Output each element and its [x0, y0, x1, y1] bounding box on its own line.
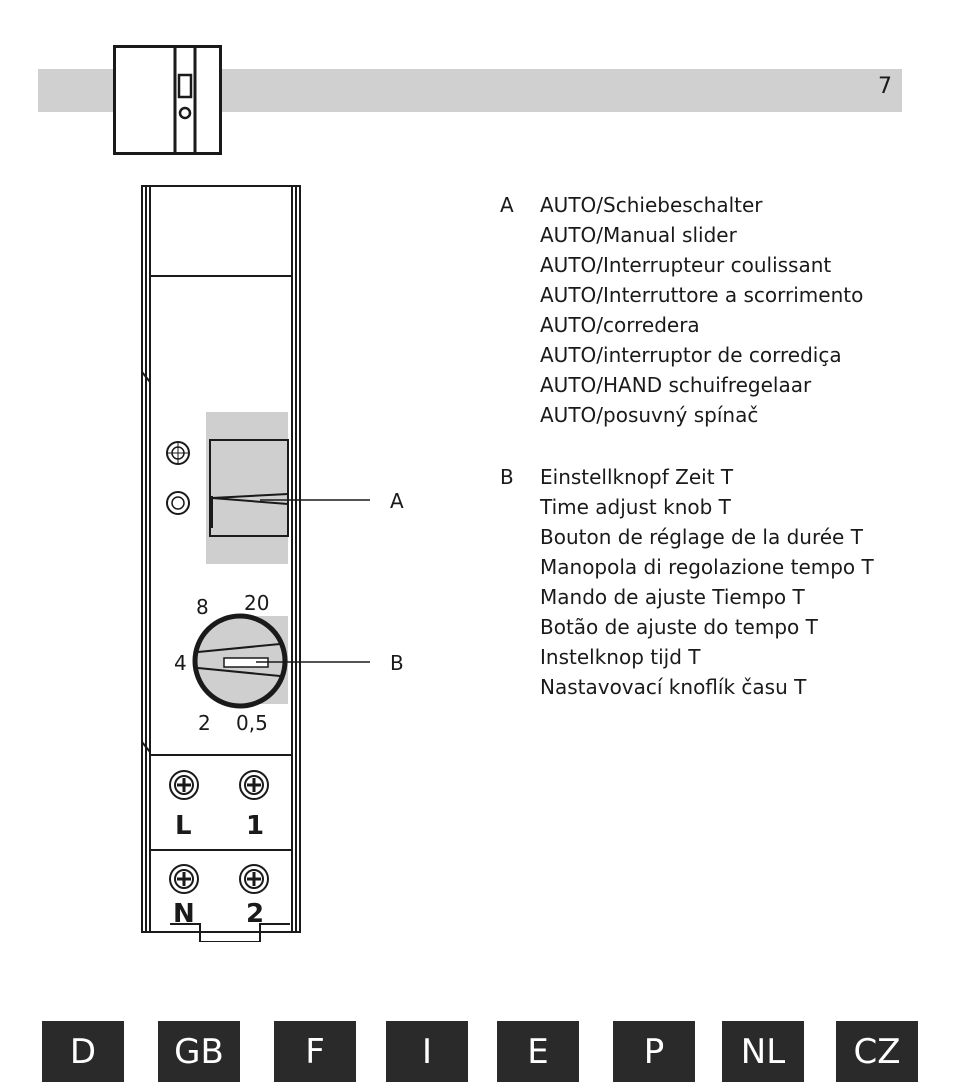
legend-line: AUTO/corredera	[540, 313, 700, 337]
legend-line: Einstellknopf Zeit T	[540, 465, 734, 489]
legend-item-a: A AUTO/Schiebeschalter AUTO/Manual slide…	[500, 190, 874, 430]
legend-line: AUTO/Interrupteur coulissant	[540, 253, 832, 277]
device-module-icon	[113, 45, 222, 155]
legend-line: Mando de ajuste Tiempo T	[540, 585, 805, 609]
dial-label-8: 8	[196, 595, 209, 619]
lang-tab-e[interactable]: E	[497, 1021, 579, 1082]
legend-item-b: B Einstellknopf Zeit T Time adjust knob …	[500, 462, 874, 702]
terminal-label-1: 1	[246, 811, 264, 841]
lang-tab-nl[interactable]: NL	[722, 1021, 804, 1082]
lang-tab-f[interactable]: F	[274, 1021, 356, 1082]
legend-line: AUTO/interruptor de corrediça	[540, 343, 842, 367]
legend-line: Bouton de réglage de la durée T	[540, 525, 863, 549]
legend-line: Manopola di regolazione tempo T	[540, 555, 874, 579]
terminal-label-n: N	[173, 899, 195, 929]
terminal-label-l: L	[175, 811, 192, 841]
legend: A AUTO/Schiebeschalter AUTO/Manual slide…	[500, 190, 874, 702]
callout-label-a: A	[390, 489, 404, 513]
legend-line: Time adjust knob T	[540, 495, 731, 519]
device-diagram: A B 8 20 4 2 0,5 L 1 N 2	[141, 185, 404, 942]
legend-line: Instelknop tijd T	[540, 645, 701, 669]
legend-letter: B	[500, 465, 514, 489]
terminal-label-2: 2	[246, 899, 264, 929]
lang-tab-cz[interactable]: CZ	[836, 1021, 918, 1082]
dial-label-2: 2	[198, 711, 211, 735]
legend-line: AUTO/HAND schuifregelaar	[540, 373, 812, 397]
lang-tab-i[interactable]: I	[386, 1021, 468, 1082]
legend-letter: A	[500, 193, 514, 217]
dial-label-20: 20	[244, 591, 269, 615]
callout-label-b: B	[390, 651, 404, 675]
legend-line: Nastavovací knoflík času T	[540, 675, 807, 699]
legend-line: AUTO/Interruttore a scorrimento	[540, 283, 864, 307]
legend-line: AUTO/Schiebeschalter	[540, 193, 763, 217]
lang-tab-gb[interactable]: GB	[158, 1021, 240, 1082]
lang-tab-p[interactable]: P	[613, 1021, 695, 1082]
language-tabs: D GB F I E P NL CZ	[42, 1021, 920, 1082]
legend-line: Botão de ajuste do tempo T	[540, 615, 818, 639]
lang-tab-d[interactable]: D	[42, 1021, 124, 1082]
legend-line: AUTO/Manual slider	[540, 223, 737, 247]
legend-line: AUTO/posuvný spínač	[540, 403, 759, 427]
dial-label-4: 4	[174, 651, 187, 675]
page-number: 7	[878, 74, 892, 99]
dial-label-0-5: 0,5	[236, 711, 268, 735]
